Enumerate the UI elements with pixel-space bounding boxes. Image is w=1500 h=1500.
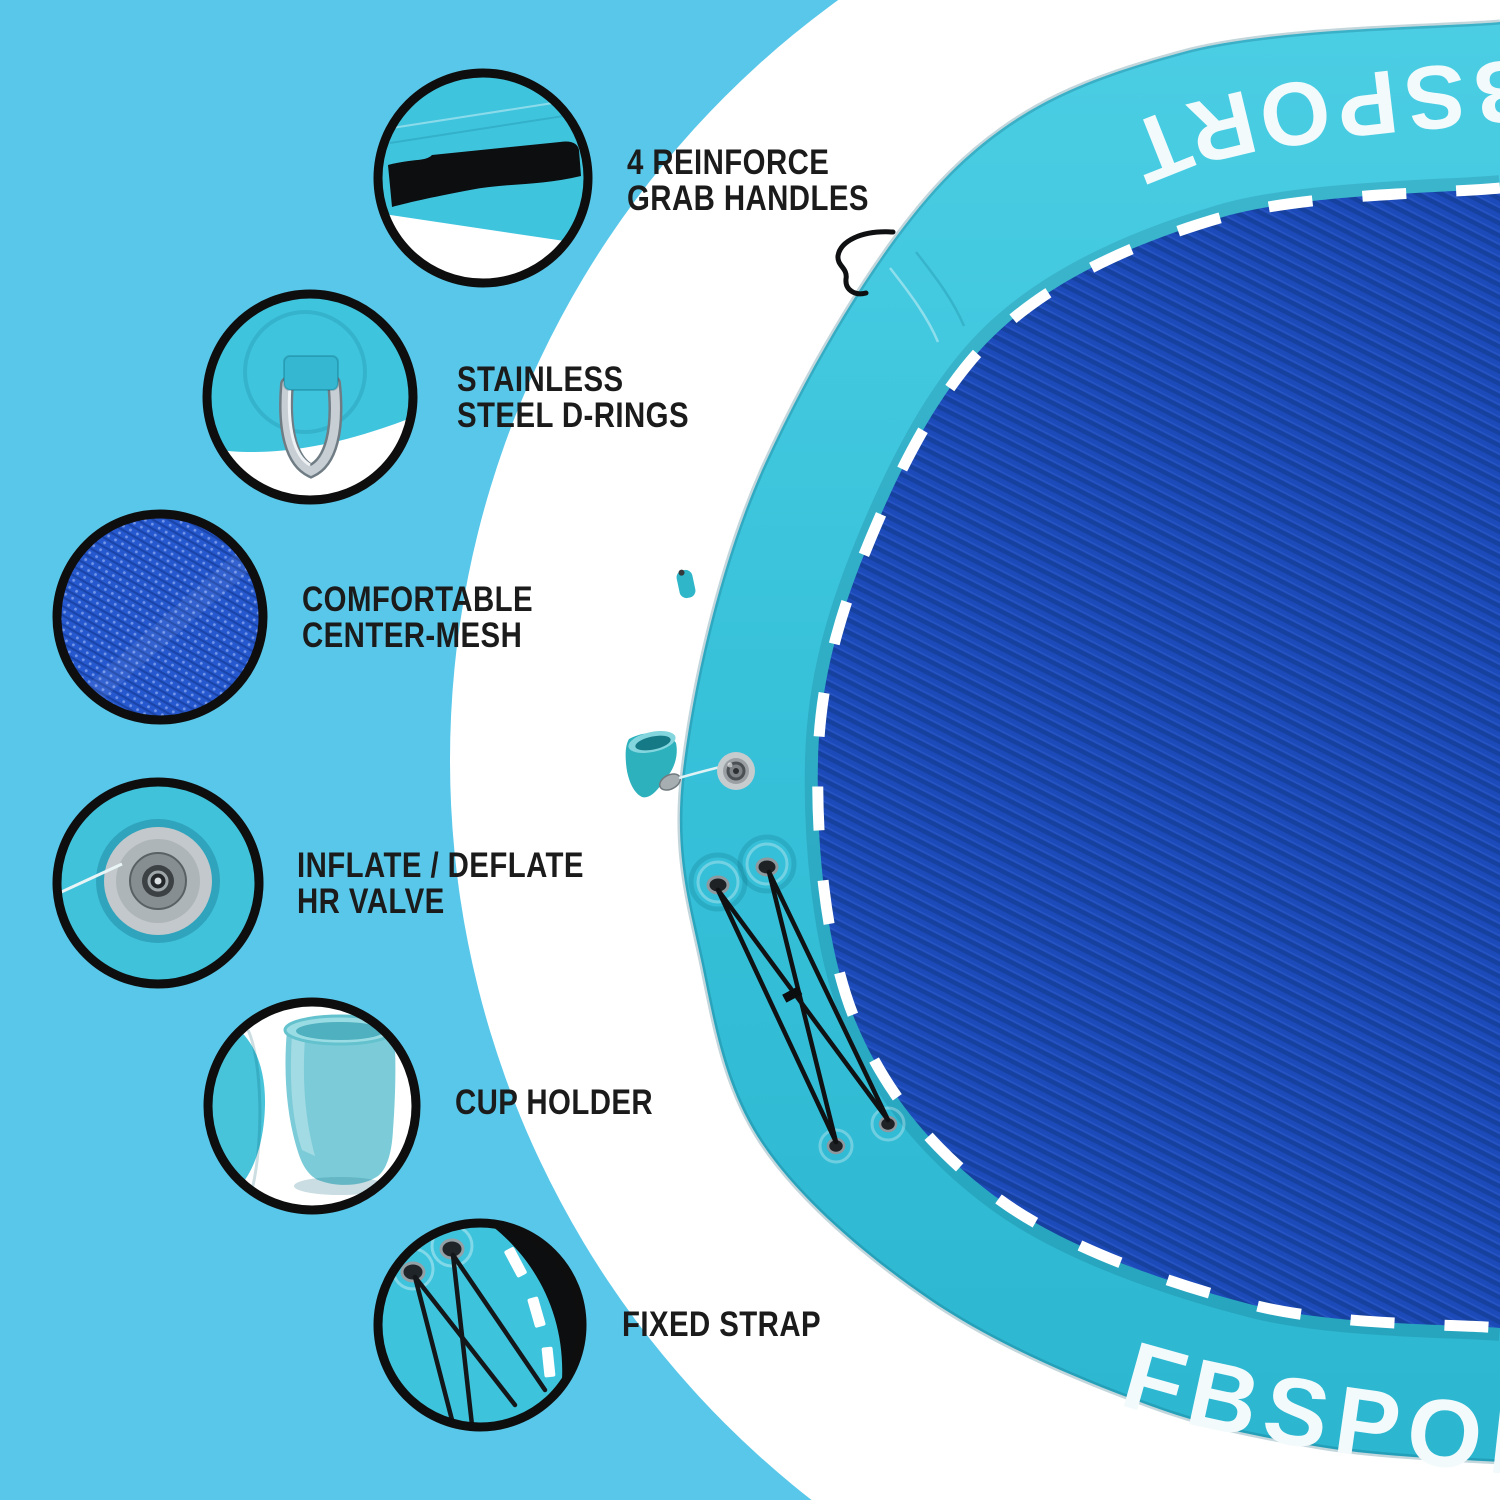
d-ring-highlight (287, 385, 311, 467)
label-line: CENTER-MESH (302, 616, 523, 655)
label-grab-handles: 4 REINFORCE GRAB HANDLES (627, 145, 869, 217)
white-dash (504, 1247, 527, 1278)
board-edge-seam (246, 1029, 262, 1191)
grab-handle-strap (388, 141, 581, 207)
seam-line (389, 112, 584, 144)
cup-body (285, 1028, 396, 1185)
label-line: GRAB HANDLES (627, 179, 869, 218)
side-tab (676, 569, 696, 599)
cup-highlight (290, 1035, 315, 1156)
strap-cords (412, 1252, 548, 1423)
label-line: COMFORTABLE (302, 580, 534, 619)
d-ring-photo-white (211, 417, 409, 496)
mesh-sheen (70, 540, 259, 715)
label-fixed-strap: FIXED STRAP (622, 1307, 821, 1343)
bungee-cords (715, 869, 891, 1145)
cord-adjuster (782, 986, 803, 1003)
callout-ring (373, 68, 593, 288)
d-ring-strap (283, 355, 339, 391)
label-line: INFLATE / DEFLATE (297, 846, 584, 885)
fixed-strap-callout (373, 1218, 587, 1432)
valve-string (61, 862, 123, 896)
white-dash (527, 1296, 546, 1328)
rope (835, 229, 896, 297)
label-center-mesh: COMFORTABLE CENTER-MESH (302, 582, 533, 654)
callout-ring (52, 509, 268, 725)
callout-ring (203, 997, 421, 1215)
mesh-dashed-seam (812, 182, 1500, 1334)
mesh-photo (61, 518, 259, 716)
callout-ring (202, 289, 418, 505)
callout-ring (52, 777, 264, 989)
cup-holder-product (625, 731, 682, 798)
label-line: FIXED STRAP (622, 1305, 822, 1344)
callout-ring (373, 1218, 587, 1432)
patch-outline (243, 310, 367, 434)
grab-handle-callout (373, 68, 593, 288)
ring-outer-edge-shade (677, 19, 1500, 1465)
ring-seam-dark (915, 251, 966, 327)
label-d-rings: STAINLESS STEEL D-RINGS (457, 362, 689, 434)
label-line: CUP HOLDER (455, 1083, 654, 1122)
d-ring-metal (281, 378, 340, 476)
grommet (400, 1261, 426, 1283)
label-hr-valve: INFLATE / DEFLATE HR VALVE (297, 848, 584, 920)
cup-rim-inner (296, 1022, 384, 1040)
ring-seam-light (889, 267, 940, 343)
label-line: 4 REINFORCE (627, 143, 830, 182)
label-line: HR VALVE (297, 882, 445, 921)
cup-base-shadow (294, 1177, 386, 1195)
label-cup-holder: CUP HOLDER (455, 1085, 653, 1121)
hr-valve-callout (52, 777, 264, 989)
trampoline-mesh (817, 188, 1500, 1328)
valve-pin (154, 877, 162, 885)
label-line: STEEL D-RINGS (457, 396, 689, 435)
center-mesh-callout (52, 509, 268, 725)
label-line: STAINLESS (457, 360, 624, 399)
white-dash (541, 1346, 556, 1378)
d-ring-callout (202, 289, 418, 505)
cup-holder-callout (203, 997, 421, 1215)
hr-valve-product (717, 752, 755, 790)
bungee-grommets (688, 834, 906, 1164)
